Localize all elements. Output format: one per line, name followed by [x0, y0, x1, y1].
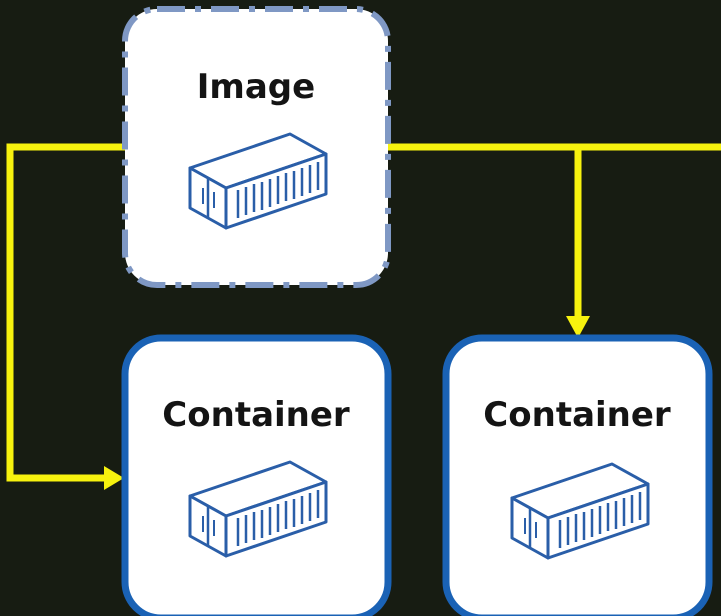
arrowhead-right-container	[566, 316, 590, 338]
container-label-right: Container	[483, 395, 671, 435]
image-label: Image	[197, 67, 315, 107]
image-node: Image	[122, 6, 391, 288]
arrowhead-left-container	[104, 466, 124, 490]
container-label-left: Container	[162, 395, 350, 435]
container-node-right: Container	[442, 334, 713, 616]
edge-image-to-right-container	[385, 143, 721, 318]
container-node-left: Container	[121, 334, 392, 616]
edge-image-to-left-container	[6, 143, 130, 482]
connector-arrows	[6, 143, 721, 490]
